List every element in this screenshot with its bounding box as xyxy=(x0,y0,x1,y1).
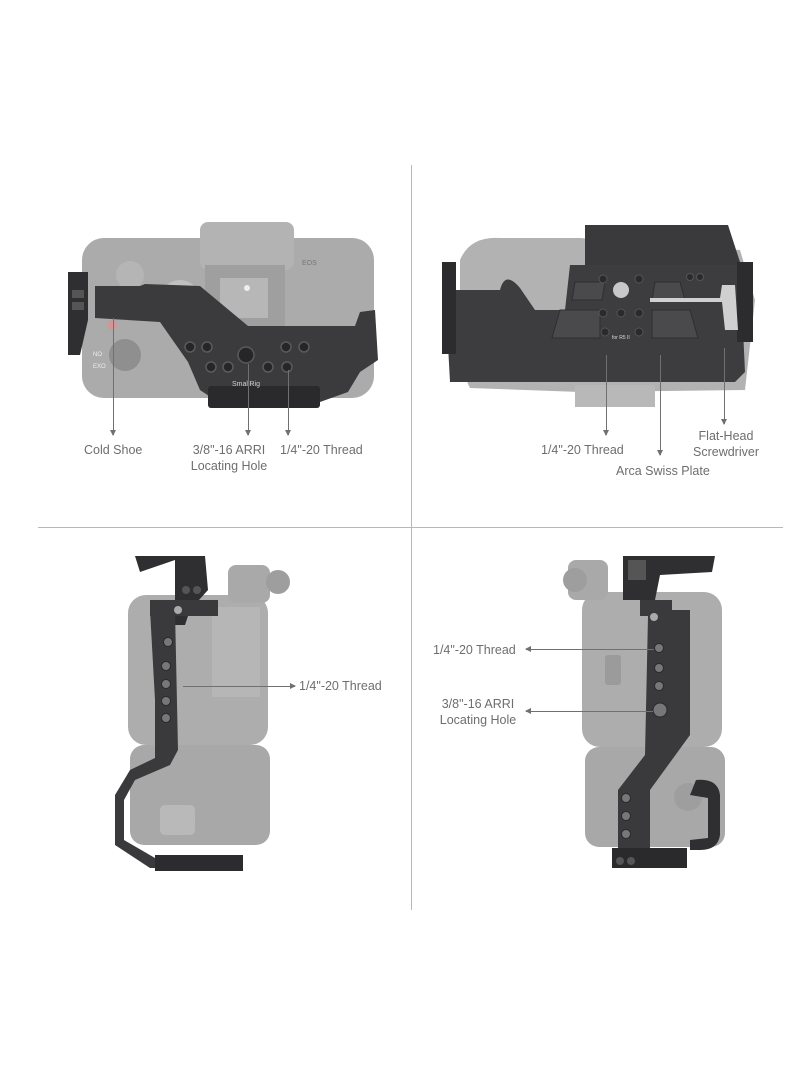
svg-text:EOS: EOS xyxy=(302,260,317,267)
label-arri-locating-hole-right-side: 3/8"-16 ARRI Locating Hole xyxy=(439,697,517,727)
leader-line-arca-swiss xyxy=(657,355,663,456)
svg-text:for R5 II: for R5 II xyxy=(612,335,630,341)
camera-cage-left-side-illustration xyxy=(115,556,290,871)
svg-text:NO: NO xyxy=(93,352,102,358)
leader-line-thread-bottom-view xyxy=(603,355,609,436)
label-quarter-thread-right-side: 1/4"-20 Thread xyxy=(433,643,516,657)
leader-line-arri-hole-top xyxy=(245,364,251,436)
leader-line-thread-left-side xyxy=(183,683,296,689)
vertical-divider xyxy=(411,165,412,910)
camera-cage-right-side-illustration xyxy=(563,556,725,868)
leader-line-thread-top xyxy=(285,370,291,436)
leader-line-thread-right-side xyxy=(525,646,654,652)
svg-text:EXO: EXO xyxy=(93,364,106,370)
leader-line-cold-shoe xyxy=(110,318,116,436)
label-quarter-thread-left-side: 1/4"-20 Thread xyxy=(299,679,382,693)
label-arca-swiss-plate: Arca Swiss Plate xyxy=(616,464,710,478)
camera-cage-top-view-illustration: NO EXO EOS SmallRig xyxy=(68,222,378,408)
label-quarter-thread-top: 1/4"-20 Thread xyxy=(280,443,363,457)
label-quarter-thread-bottom-view: 1/4"-20 Thread xyxy=(541,443,624,457)
label-cold-shoe: Cold Shoe xyxy=(84,443,143,457)
leader-line-screwdriver xyxy=(721,348,727,425)
horizontal-divider xyxy=(38,527,783,528)
label-flat-head-screwdriver: Flat-Head Screwdriver xyxy=(693,429,759,459)
svg-text:SmallRig: SmallRig xyxy=(232,381,260,388)
label-arri-locating-hole-top: 3/8"-16 ARRI Locating Hole xyxy=(190,443,268,473)
leader-line-arri-hole-right-side xyxy=(525,708,653,714)
camera-cage-bottom-view-illustration: for R5 II xyxy=(442,225,755,407)
